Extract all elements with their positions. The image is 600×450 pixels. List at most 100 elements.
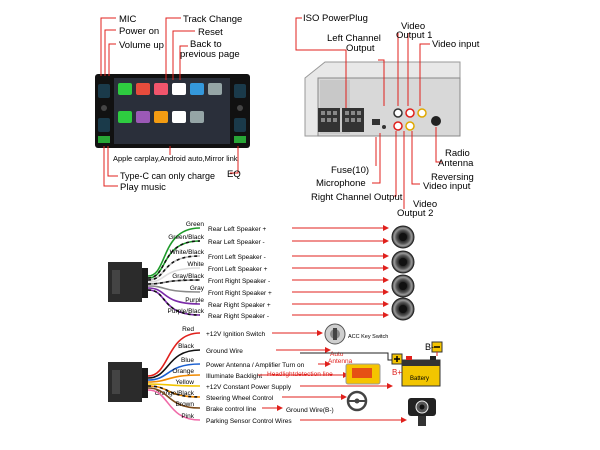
power-wire-color-label: Red — [182, 326, 194, 333]
headunit-leaders — [100, 17, 239, 187]
label-power-on: Power on — [119, 26, 159, 37]
label-reversing-2: Video input — [423, 181, 471, 192]
power-wire-color-label: Blue — [181, 357, 194, 364]
speaker-wire-function-label: Front Left Speaker + — [208, 266, 268, 273]
power-wire — [147, 387, 201, 409]
label-reset: Reset — [198, 27, 223, 38]
label-mic: MIC — [119, 14, 137, 25]
speaker-wire-stripe — [147, 279, 201, 285]
label-fuse: Fuse(10) — [331, 165, 369, 176]
label-microphone: Microphone — [316, 178, 366, 189]
label-video-output-1b: Output 1 — [396, 30, 432, 41]
speaker-wire-function-label: Rear Right Speaker + — [208, 302, 271, 309]
label-b-plus: B+ — [392, 368, 402, 377]
power-wire-color-label: Yellow — [175, 379, 194, 386]
power-wire-function-label: Ground Wire — [206, 348, 243, 355]
speaker-wire — [147, 287, 201, 305]
plus-icon — [391, 353, 403, 365]
power-wire-color-label: Black — [178, 343, 195, 350]
speaker-wire-color-label: Green — [186, 221, 204, 228]
power-wire — [147, 332, 201, 377]
speaker-wire-stripe — [147, 255, 201, 281]
label-acc-key-switch: ACC Key Switch — [348, 334, 388, 340]
label-reversing-1: Reversing — [431, 172, 474, 183]
label-ground-b: Ground Wire(B-) — [286, 407, 334, 414]
label-iso-powerplug: ISO PowerPlug — [303, 13, 368, 24]
speaker-icons — [391, 225, 415, 321]
label-volume-up: Volume up — [119, 40, 164, 51]
power-wire — [147, 383, 201, 387]
power-wire-function-label: Steering Wheel Control — [206, 395, 274, 402]
screen-app-icons — [118, 83, 222, 123]
power-harness-connector — [108, 362, 148, 402]
speaker-wire-color-label: Gray — [190, 285, 205, 292]
speaker-wire-function-label: Rear Right Speaker - — [208, 313, 269, 320]
speaker-wire-color-label: White/Black — [170, 249, 205, 256]
label-back-2: previous page — [180, 49, 240, 60]
steering-wheel-icon — [346, 390, 368, 412]
speaker-icon — [391, 250, 415, 274]
speaker-icon — [391, 274, 415, 298]
power-wire-color-label: Brown — [176, 401, 195, 408]
headunit-front — [95, 74, 250, 148]
label-auto: Auto — [330, 351, 344, 358]
speaker-icon — [391, 225, 415, 249]
label-left-channel-2: Output — [346, 43, 375, 54]
power-wire-function-label: Brake control line — [206, 406, 257, 413]
speaker-wire — [147, 240, 201, 279]
power-wire-color-label: Pink — [181, 413, 194, 420]
speaker-wire — [147, 285, 201, 293]
label-headlight: Headlightdetection line — [267, 371, 333, 378]
label-radio-1: Radio — [445, 148, 470, 159]
speaker-wire-color-label: Green/Black — [168, 234, 205, 241]
label-type-c: Type-C can only charge — [120, 171, 215, 181]
label-video-output-1a: Video — [401, 21, 425, 32]
label-play-music: Play music — [120, 182, 166, 193]
label-eq: EQ — [227, 169, 241, 180]
battery-icon — [401, 356, 441, 387]
speaker-wire-color-label: White — [187, 261, 204, 268]
label-radio-2: Antenna — [438, 158, 474, 169]
speaker-wire — [147, 267, 201, 283]
power-wire — [147, 349, 201, 379]
speaker-wire-stripe — [147, 289, 201, 316]
acc-key-switch-icon — [324, 323, 346, 345]
power-wire — [147, 374, 201, 383]
reversing-camera-icon — [408, 398, 436, 426]
power-wire — [147, 385, 201, 398]
power-wire-function-label: Power Antenna / Amplifier Turn on — [206, 362, 305, 369]
speaker-wire-color-label: Purple/Black — [168, 308, 205, 315]
label-right-channel: Right Channel Output — [311, 192, 403, 203]
label-video-input: Video input — [432, 39, 480, 50]
label-video-output-2a: Video — [413, 199, 437, 210]
label-antenna: Antenna — [328, 358, 353, 365]
speaker-wire-function-label: Front Left Speaker - — [208, 254, 266, 261]
power-wire — [147, 389, 201, 421]
speaker-wire-color-label: Purple — [185, 297, 204, 304]
power-wire-function-label: +12V Ignition Switch — [206, 331, 265, 338]
label-video-output-2b: Output 2 — [397, 208, 433, 219]
label-b-minus: B- — [425, 342, 434, 352]
label-back-1: Back to — [190, 39, 222, 50]
speaker-wire-function-label: Front Right Speaker - — [208, 278, 270, 285]
power-wire-color-label: Orange/Black — [155, 390, 195, 397]
rear-leaders — [295, 17, 442, 209]
power-wire — [147, 363, 201, 381]
antenna-car-icon — [345, 363, 381, 385]
label-apple-carplay: Apple carplay,Android auto,Mirror link — [113, 154, 238, 163]
speaker-wire-function-label: Front Right Speaker + — [208, 290, 272, 297]
label-left-channel-1: Left Channel — [327, 33, 381, 44]
speaker-wire-function-label: Rear Left Speaker + — [208, 226, 267, 233]
power-wire-color-label: Orange — [172, 368, 194, 375]
label-track-change: Track Change — [183, 14, 242, 25]
power-wire-function-label: Parking Sensor Control Wires — [206, 418, 292, 425]
power-wire-function-label: Illuminate Backlight — [206, 373, 262, 380]
speaker-wire-function-label: Rear Left Speaker - — [208, 239, 265, 246]
power-wire-function-label: +12V Constant Power Supply — [206, 384, 292, 391]
speaker-wire-color-label: Gray/Black — [172, 273, 205, 280]
speaker-wire — [147, 227, 201, 277]
speaker-icon — [391, 297, 415, 321]
